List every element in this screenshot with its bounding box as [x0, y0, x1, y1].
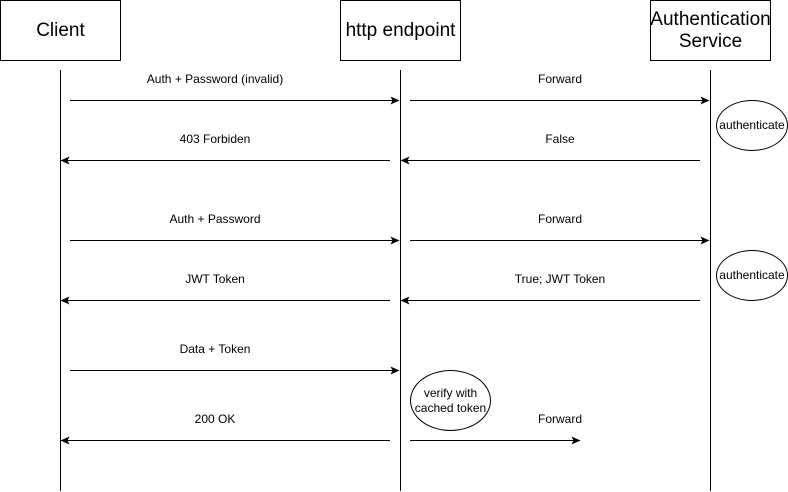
authenticate-note-1-label: authenticate: [719, 118, 785, 132]
http-endpoint-label: http endpoint: [345, 19, 456, 41]
authenticate-note-1: authenticate: [716, 100, 788, 151]
message-200-ok: 200 OK: [194, 412, 236, 426]
client-label: Client: [36, 19, 85, 41]
http-endpoint-participant: http endpoint: [340, 0, 461, 61]
verify-cached-token-note: verify with cached token: [410, 370, 491, 431]
message-true-jwt-token: True; JWT Token: [514, 272, 606, 286]
authentication-service-participant: Authentication Service: [650, 0, 771, 61]
message-data-token: Data + Token: [179, 342, 251, 356]
message-auth-password: Auth + Password: [169, 212, 261, 226]
client-lifeline: [60, 70, 61, 491]
authenticate-note-2-label: authenticate: [719, 268, 785, 282]
message-403-forbiden: 403 Forbiden: [179, 132, 251, 146]
message-forward-1: Forward: [537, 72, 583, 86]
message-jwt-token: JWT Token: [185, 272, 245, 286]
message-forward-2: Forward: [537, 212, 583, 226]
authentication-service-lifeline: [710, 70, 711, 491]
message-forward-3: Forward: [537, 412, 583, 426]
message-auth-password-invalid: Auth + Password (invalid): [146, 72, 284, 86]
authentication-service-label: Authentication Service: [650, 8, 771, 52]
message-false: False: [545, 132, 575, 146]
authenticate-note-2: authenticate: [716, 250, 788, 301]
http-endpoint-lifeline: [400, 70, 401, 491]
verify-cached-token-label: verify with cached token: [414, 385, 487, 415]
client-participant: Client: [0, 0, 121, 61]
